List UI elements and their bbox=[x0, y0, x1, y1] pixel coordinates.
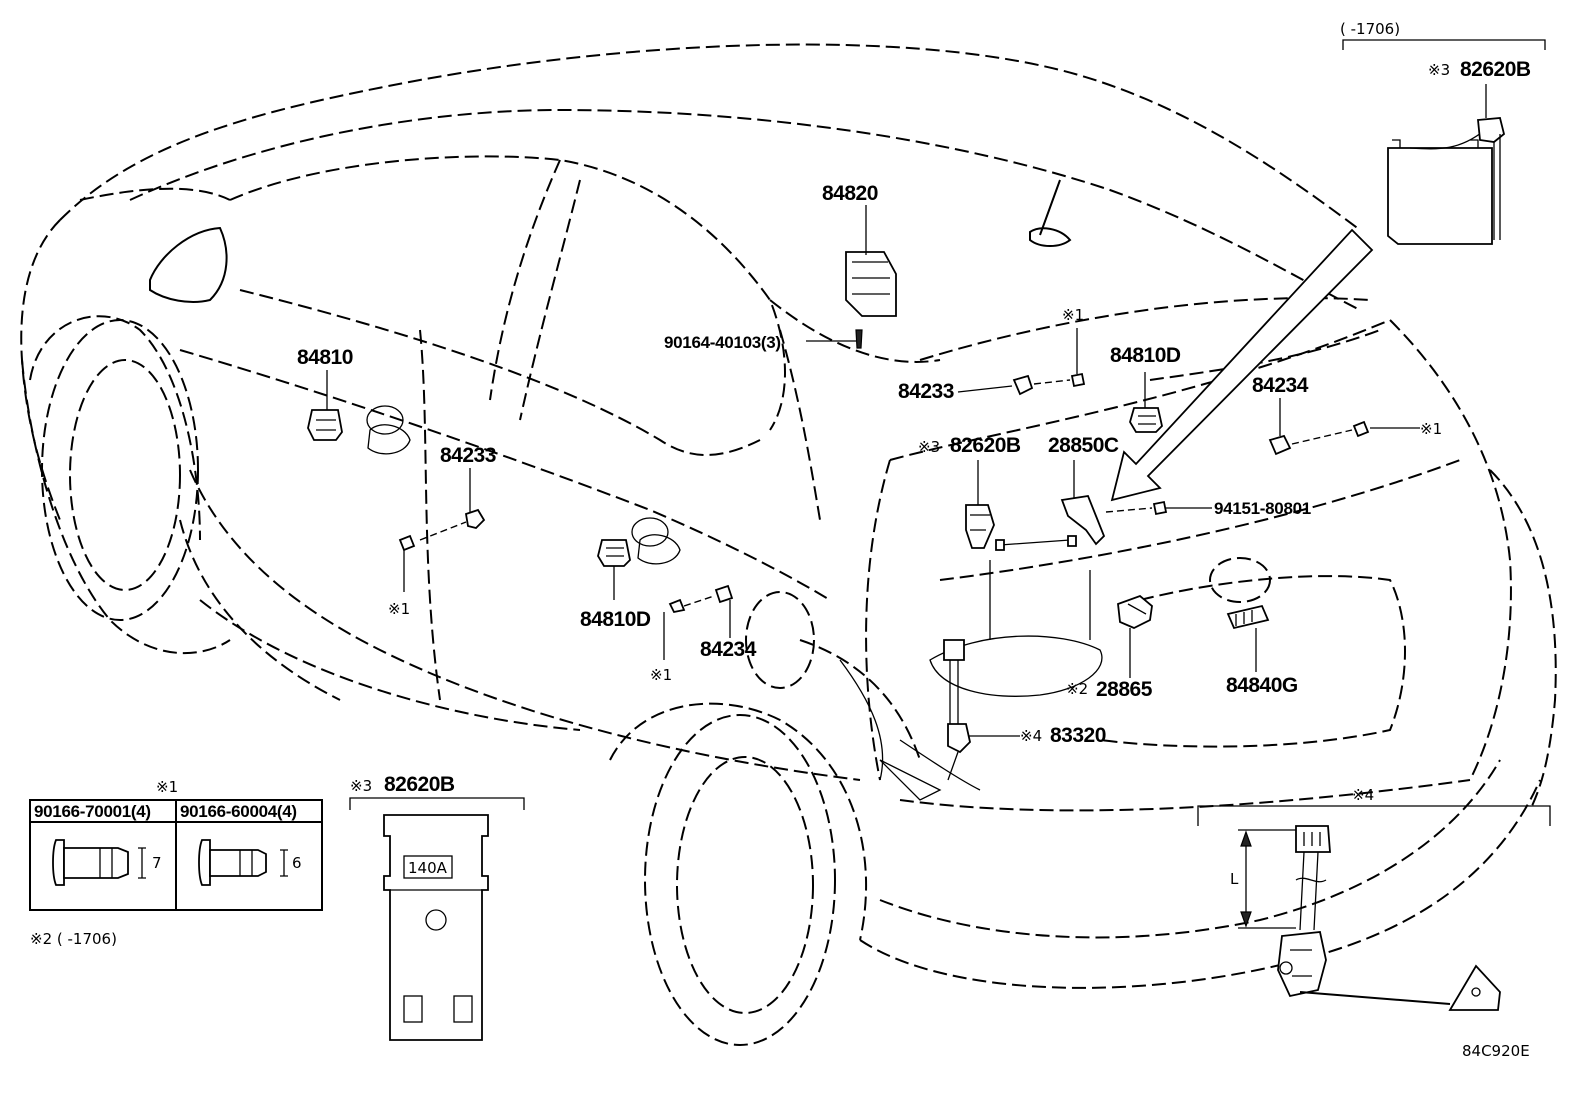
sensor-28865-icon bbox=[1117, 594, 1153, 629]
label-84840g: 84840G bbox=[1226, 674, 1298, 697]
footnote-2: ※2 ( -1706) bbox=[30, 930, 117, 948]
mark-3-top: ※3 bbox=[1428, 61, 1450, 79]
switch-84840g-icon bbox=[1226, 604, 1270, 630]
dimension-l: L bbox=[1230, 870, 1239, 888]
inset-battery-82620b bbox=[1342, 39, 1546, 245]
mark-1-top: ※1 bbox=[1062, 306, 1084, 324]
mark-2: ※2 bbox=[1066, 680, 1088, 698]
switch-84820-icon bbox=[845, 251, 897, 349]
switch-84810d-right-icon bbox=[1129, 407, 1163, 433]
label-84234-left: 84234 bbox=[700, 638, 757, 661]
switch-84810-icon bbox=[307, 409, 343, 441]
direction-arrow bbox=[1110, 228, 1374, 502]
inset-labels: 90166-70001(4) 90166-60004(4) 7 6 140A L… bbox=[30, 20, 1530, 1060]
label-84810: 84810 bbox=[297, 346, 353, 369]
courtesy-switch-84233-right-icon bbox=[1012, 372, 1086, 396]
part-drawings bbox=[307, 251, 1370, 781]
part-number-labels: 84820 90164-40103(3) 84810 84233 84233 8… bbox=[297, 58, 1531, 796]
label-82620b-inset: 82620B bbox=[384, 773, 455, 796]
bolt-60004-label: 90166-60004(4) bbox=[180, 802, 297, 821]
fuel-sender-83320-icon bbox=[943, 639, 971, 781]
label-83320: 83320 bbox=[1050, 724, 1106, 747]
label-84810d-right: 84810D bbox=[1110, 344, 1181, 367]
label-84233-right: 84233 bbox=[898, 380, 954, 403]
courtesy-switch-84234-right-icon bbox=[1268, 420, 1370, 456]
label-82620b-top: 82620B bbox=[1460, 58, 1531, 81]
mark-1-lower: ※1 bbox=[650, 666, 672, 684]
label-84234-right: 84234 bbox=[1252, 374, 1309, 397]
label-90164-40103: 90164-40103(3) bbox=[664, 333, 781, 352]
reference-marks: ※1 ※1 ※1 ※1 ※2 ※3 ※3 ※3 ※4 ※4 ※1 bbox=[156, 61, 1450, 804]
diagram-code: 84C920E bbox=[1462, 1042, 1530, 1060]
date-range-top: ( -1706) bbox=[1340, 20, 1400, 38]
inset-bolts-table bbox=[29, 799, 323, 911]
inset-fuel-sender-detail bbox=[1197, 805, 1551, 1011]
leader-lines bbox=[326, 84, 1487, 737]
relay-28850c-icon bbox=[1060, 495, 1168, 546]
mark-3-rear: ※3 bbox=[918, 438, 940, 456]
label-28865: 28865 bbox=[1096, 678, 1153, 701]
fusible-link-82620b-icon bbox=[965, 504, 995, 549]
label-82620b-rear: 82620B bbox=[950, 434, 1021, 457]
mark-1-left: ※1 bbox=[388, 600, 410, 618]
label-84233-left: 84233 bbox=[440, 444, 496, 467]
courtesy-switch-84233-left-icon bbox=[398, 508, 486, 552]
label-84820: 84820 bbox=[822, 182, 878, 205]
label-94151-80801: 94151-80801 bbox=[1214, 499, 1311, 518]
bolt-dim-6: 6 bbox=[292, 854, 302, 872]
mark-4: ※4 bbox=[1020, 727, 1042, 745]
fuse-rating: 140A bbox=[408, 859, 448, 877]
label-28850c: 28850C bbox=[1048, 434, 1119, 457]
switch-84810d-left-icon bbox=[597, 539, 631, 567]
car-body-outline bbox=[20, 43, 1557, 1046]
mark-1-right: ※1 bbox=[1420, 420, 1442, 438]
bolt-70001-label: 90166-70001(4) bbox=[34, 802, 151, 821]
bolt-dim-7: 7 bbox=[152, 854, 162, 872]
mark-4-inset: ※4 bbox=[1352, 786, 1374, 804]
inset-fusible-link-140a bbox=[349, 797, 525, 1041]
mark-1-inset: ※1 bbox=[156, 778, 178, 796]
label-84810d-left: 84810D bbox=[580, 608, 651, 631]
mark-3-inset: ※3 bbox=[350, 777, 372, 795]
courtesy-switch-84234-left-icon bbox=[668, 584, 734, 614]
